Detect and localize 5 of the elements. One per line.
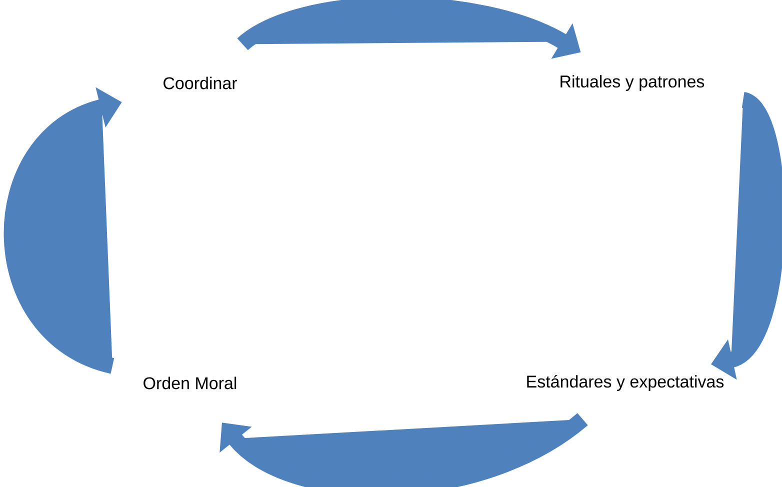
- node-label: Coordinar: [164, 76, 238, 90]
- node-label: Rituales y patrones: [560, 75, 704, 91]
- node-label: Estándares y expectativas: [527, 374, 724, 391]
- node-label: Orden Moral: [144, 376, 236, 390]
- curved-arrow: [220, 412, 588, 487]
